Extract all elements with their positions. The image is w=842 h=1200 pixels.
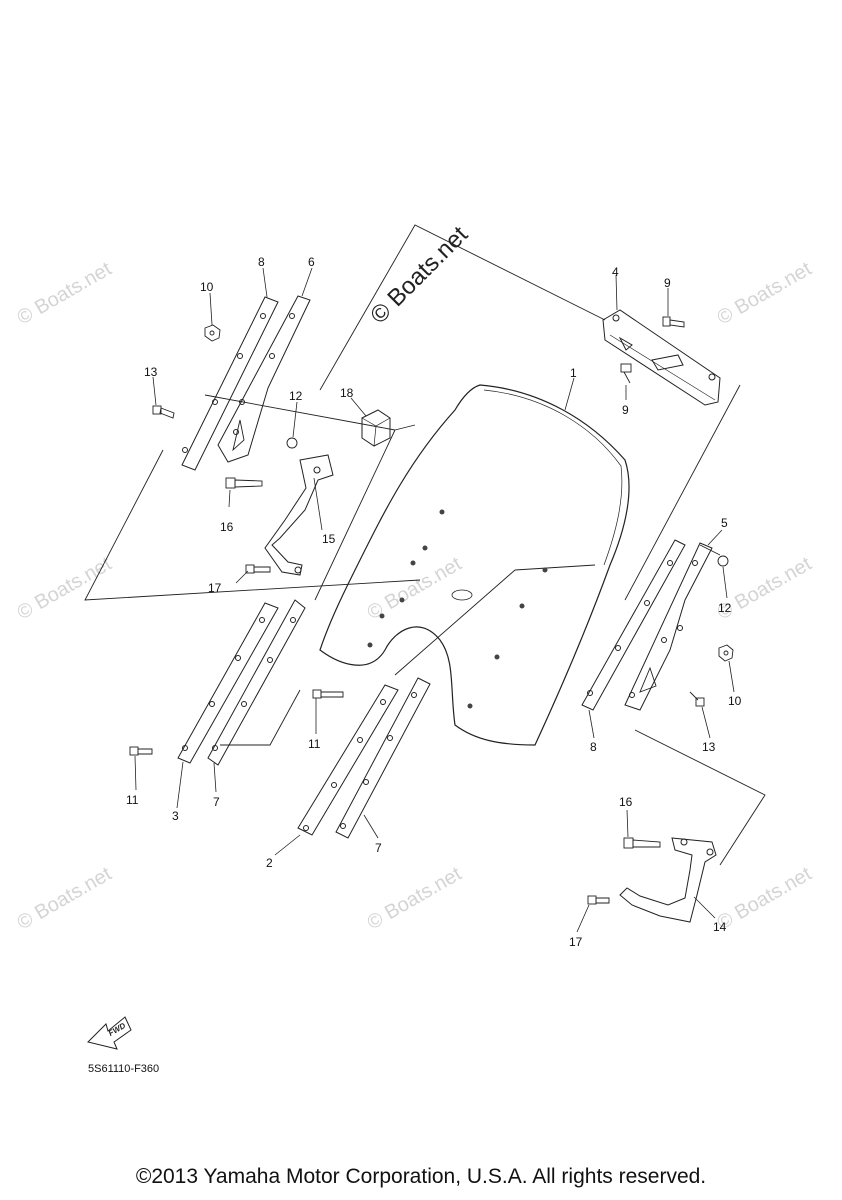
screw-17a <box>245 564 271 574</box>
fwd-arrow-icon: FWD <box>87 1016 132 1050</box>
callout-10: 10 <box>200 280 214 294</box>
screw-17b <box>587 895 610 905</box>
nut-12a <box>286 437 298 449</box>
watermark: © Boats.net <box>14 258 116 330</box>
upper-bracket <box>602 309 721 406</box>
callout-18: 18 <box>340 386 354 400</box>
screw-9b <box>620 363 632 384</box>
right-stay <box>619 837 717 923</box>
right-mount-plate <box>624 542 713 711</box>
callout-4: 4 <box>612 265 619 279</box>
reference-lines <box>84 224 766 866</box>
callout-2: 2 <box>266 856 273 870</box>
watermark: © Boats.net <box>364 863 466 935</box>
callout-1: 1 <box>570 366 577 380</box>
fasteners <box>129 316 734 905</box>
callout-8: 8 <box>590 740 597 754</box>
left-lower-rail <box>177 602 279 764</box>
callout-5: 5 <box>721 516 728 530</box>
watermark: © Boats.net <box>14 863 116 935</box>
center-trim <box>335 677 431 839</box>
right-mount-rail <box>581 539 686 711</box>
callout-3: 3 <box>172 809 179 823</box>
callout-11: 11 <box>126 793 139 807</box>
watermark-grid: © Boats.net © Boats.net © Boats.net © Bo… <box>14 258 816 935</box>
windshield <box>319 384 630 746</box>
callout-17: 17 <box>569 935 583 949</box>
bolt-16b <box>623 837 661 849</box>
bolt-13b <box>689 691 705 707</box>
left-mount-plate <box>217 295 311 463</box>
callout-12: 12 <box>718 601 732 615</box>
callout-7: 7 <box>213 795 220 809</box>
damper-block <box>361 409 391 447</box>
watermark: © Boats.net <box>714 258 816 330</box>
callout-13: 13 <box>702 740 716 754</box>
leader-lines <box>134 267 735 933</box>
screw-9a <box>662 316 685 328</box>
callout-12: 12 <box>289 389 303 403</box>
callout-13: 13 <box>144 365 158 379</box>
callout-9: 9 <box>622 403 629 417</box>
bolt-11b <box>129 746 153 756</box>
center-rail <box>297 684 399 836</box>
left-stay <box>264 454 334 576</box>
diagram-code: 5S61110-F360 <box>88 1063 160 1075</box>
callout-6: 6 <box>308 255 315 269</box>
callout-15: 15 <box>322 532 336 546</box>
callout-8: 8 <box>258 255 265 269</box>
nut-12b <box>717 555 729 567</box>
callout-11: 11 <box>308 737 321 751</box>
bolt-13a <box>152 405 175 419</box>
callout-17: 17 <box>208 581 222 595</box>
callout-16: 16 <box>619 795 633 809</box>
callout-9: 9 <box>664 276 671 290</box>
nut-10b <box>718 644 734 662</box>
callout-16: 16 <box>220 520 234 534</box>
watermark-large: © Boats.net <box>365 221 473 329</box>
bolt-11a <box>312 689 344 699</box>
watermark: © Boats.net <box>714 863 816 935</box>
callout-14: 14 <box>713 920 727 934</box>
nut-10a <box>204 324 221 342</box>
callout-7: 7 <box>375 841 382 855</box>
callout-10: 10 <box>728 694 742 708</box>
left-lower-trim <box>207 599 306 766</box>
bolt-16a <box>225 477 263 489</box>
callout-labels: 1 2 3 4 5 6 7 7 8 8 9 9 10 10 11 11 12 1… <box>126 255 742 949</box>
watermark: © Boats.net <box>14 553 116 625</box>
copyright-notice: ©2013 Yamaha Motor Corporation, U.S.A. A… <box>135 1165 707 1188</box>
left-mount-rail <box>181 296 279 471</box>
